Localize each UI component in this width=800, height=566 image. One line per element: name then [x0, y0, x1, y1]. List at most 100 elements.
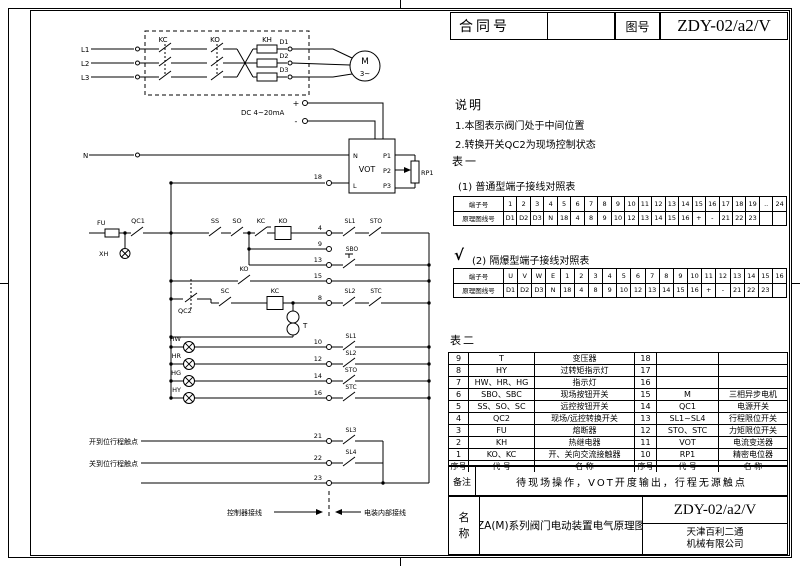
line-cell: 15	[666, 211, 680, 225]
company-name: 天津百利二通 机械有限公司	[643, 524, 787, 554]
terminal-cell: 8	[660, 269, 674, 283]
code-cell: QC1	[657, 401, 719, 412]
so-button-label: SO	[232, 217, 241, 225]
seq-cell: 18	[635, 353, 657, 364]
terminal-cell: 6	[631, 269, 646, 283]
terminal-cell: 14	[745, 269, 759, 283]
terminal-cell: 12	[652, 197, 666, 211]
seq-cell: 11	[635, 437, 657, 448]
contactor-enclosure	[144, 30, 310, 96]
line-row-header: 原理图线号	[454, 283, 504, 297]
line-cell: 18	[558, 211, 572, 225]
note-line-2: 2.转换开关QC2为现场控制状态	[455, 140, 596, 151]
internal-wiring-label: 电装内部接线	[364, 508, 406, 517]
terminal-cell: 3	[589, 269, 604, 283]
line-cell	[773, 212, 785, 226]
terminal-cell: V	[518, 269, 533, 283]
qc1-label: QC1	[131, 217, 145, 225]
motor-terminal-d1: D1	[279, 38, 288, 46]
circuit-schematic: L1 L2 L3 KC KO KH D1	[81, 30, 434, 519]
name-cell: 指示灯	[535, 377, 635, 388]
fuse-symbol	[104, 228, 120, 238]
terminal-8: 8	[318, 294, 322, 302]
limit-contact-circuit: 开到位行程触点 21 SL3 关到位行程触点 22 SL4 23 控制器接线 电…	[89, 427, 429, 519]
name-cell: 热继电器	[535, 437, 635, 448]
remarks-label: 备注	[449, 467, 476, 495]
terminal-cell: W	[532, 269, 547, 283]
line-cell: 13	[646, 283, 660, 297]
component-table-row: 7 HW、HR、HG 指示灯 16	[449, 376, 787, 388]
terminal-14: 14	[314, 372, 322, 380]
name-label-cell: 名 称	[449, 497, 480, 554]
company-line-1: 天津百利二通	[686, 527, 744, 538]
controller-wiring-label: 控制器接线	[227, 508, 262, 517]
component-table-row: 6 SBO、SBC 现场按钮开关 15 M 三相异步电机	[449, 388, 787, 400]
line-cell: D2	[518, 283, 533, 297]
name-cell: 远控按钮开关	[535, 401, 635, 412]
motor-symbol	[349, 50, 381, 82]
component-table-row: 2 KH 热继电器 11 VOT 电流变送器	[449, 436, 787, 448]
bottom-center-mark	[400, 558, 401, 566]
seq-cell: 8	[449, 365, 469, 376]
power-circuit: L1 L2 L3 KC KO KH D1	[81, 30, 381, 96]
terminal-cell: 19	[746, 197, 760, 211]
code-cell: KO、KC	[469, 449, 535, 460]
table2-heading: 表二	[450, 334, 476, 347]
terminal-cell: 8	[598, 197, 612, 211]
line-cell: 15	[674, 283, 689, 297]
name-label-char2: 称	[458, 526, 470, 540]
seq-cell: 6	[449, 389, 469, 400]
terminal-cell: 2	[517, 197, 531, 211]
vot-p3-terminal: P3	[383, 182, 391, 190]
terminal-cell: 10	[688, 269, 703, 283]
vot-p1-terminal: P1	[383, 152, 391, 160]
terminal-cell: 15	[759, 269, 773, 283]
drawing-number: ZDY-02/a2/V	[677, 16, 771, 35]
code-cell: HW、HR、HG	[469, 377, 535, 388]
terminal-21: 21	[314, 432, 322, 440]
terminal-cell: 5	[617, 269, 632, 283]
seq-cell: 16	[635, 377, 657, 388]
seq-cell: 1	[449, 449, 469, 460]
seq-cell: 14	[635, 401, 657, 412]
transformer-primary	[286, 310, 300, 324]
explosion-table-caption: (2) 隔爆型端子接线对照表	[472, 256, 590, 267]
code-cell	[657, 353, 719, 364]
component-table: 9 T 变压器 18 8 HY 过转矩指示灯 17 7 HW、HR、HG 指示灯…	[448, 352, 788, 472]
line-cell: 12	[631, 283, 646, 297]
ko-coil	[274, 226, 292, 240]
line-cell: N	[546, 283, 561, 297]
line-cell: 12	[625, 211, 639, 225]
terminal-cell: 10	[625, 197, 639, 211]
line-cell: 8	[589, 283, 604, 297]
line-cell: D3	[532, 283, 547, 297]
code-cell: SBO、SBC	[469, 389, 535, 400]
title-block: 名 称 ZA(M)系列阀门电动装置电气原理图 ZDY-02/a2/V 天津百利二…	[448, 496, 788, 555]
left-center-mark	[0, 283, 8, 284]
seq-cell: 4	[449, 413, 469, 424]
code-cell: SL1~SL4	[657, 413, 719, 424]
seq-cell: 13	[635, 413, 657, 424]
component-table-row: 8 HY 过转矩指示灯 17	[449, 364, 787, 376]
terminal-cell: 9	[612, 197, 626, 211]
line-cell: 14	[660, 283, 674, 297]
drawing-title: ZA(M)系列阀门电动装置电气原理图	[480, 497, 643, 554]
kc-coil	[266, 296, 284, 310]
terminal-cell: 17	[720, 197, 733, 211]
xh-label: XH	[99, 250, 108, 258]
phase-l3-label: L3	[81, 74, 89, 82]
vot-n-terminal: N	[353, 152, 358, 160]
transformer-secondary	[286, 322, 300, 336]
notes-heading: 说明	[455, 98, 484, 112]
line-cell: 9	[598, 211, 612, 225]
terminal-cell: 16	[706, 197, 720, 211]
line-cell: 21	[731, 283, 745, 297]
code-cell: FU	[469, 425, 535, 436]
sl1-switch-label: SL1	[345, 218, 356, 225]
code-cell: SS、SO、SC	[469, 401, 535, 412]
seq-cell: 3	[449, 425, 469, 436]
name-cell: 力矩限位开关	[729, 426, 777, 435]
code-cell	[657, 365, 719, 376]
